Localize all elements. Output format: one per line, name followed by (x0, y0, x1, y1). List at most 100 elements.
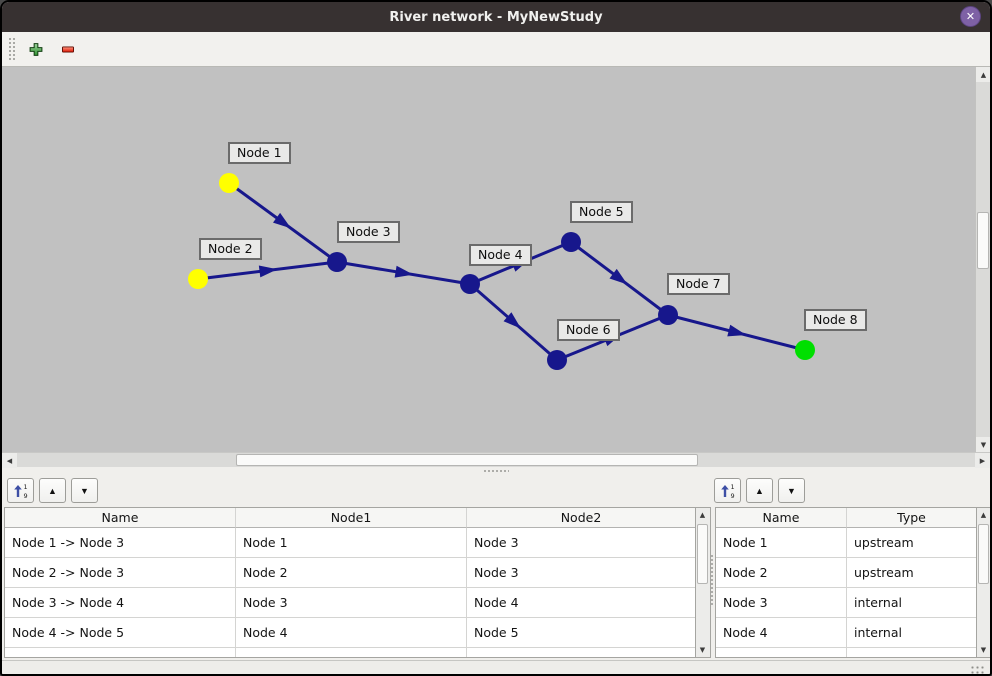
flow-arrow-icon (258, 265, 278, 278)
node-label-node-6[interactable]: Node 6 (557, 319, 620, 341)
scroll-up-button[interactable]: ▲ (977, 508, 990, 522)
table-cell[interactable]: Node 3 (467, 558, 695, 588)
remove-node-button[interactable] (55, 36, 81, 62)
node-node-8[interactable] (795, 340, 815, 360)
node-label-node-3[interactable]: Node 3 (337, 221, 400, 243)
column-header-type[interactable]: Type (847, 508, 976, 528)
table-cell[interactable]: Node 4 (236, 618, 467, 648)
branches-sort-button[interactable]: 1 9 (7, 478, 34, 503)
node-node-4[interactable] (460, 274, 480, 294)
table-cell[interactable] (5, 648, 236, 657)
table-cell[interactable]: Node 4 (716, 618, 847, 648)
canvas-vertical-scrollbar[interactable]: ▲ ▼ (975, 67, 990, 452)
column-header-node2[interactable]: Node2 (467, 508, 695, 528)
table-cell[interactable]: Node 2 (716, 558, 847, 588)
node-label-node-4[interactable]: Node 4 (469, 244, 532, 266)
horizontal-scroll-thumb[interactable] (236, 454, 698, 466)
resize-grip[interactable] (970, 665, 986, 674)
node-node-2[interactable] (188, 269, 208, 289)
table-cell[interactable]: Node 5 (467, 618, 695, 648)
vertical-scroll-thumb[interactable] (697, 524, 708, 584)
column-header-node1[interactable]: Node1 (236, 508, 467, 528)
title-bar[interactable]: River network - MyNewStudy ✕ (2, 2, 990, 32)
table-cell[interactable]: Node 2 -> Node 3 (5, 558, 236, 588)
table-cell[interactable] (847, 648, 976, 657)
table-cell[interactable] (236, 648, 467, 657)
nodes-table-scrollbar[interactable]: ▲ ▼ (977, 507, 990, 658)
flow-arrow-icon (273, 212, 292, 229)
edge-node-4-to-node-6[interactable] (469, 282, 558, 362)
node-label-node-8[interactable]: Node 8 (804, 309, 867, 331)
scroll-down-button[interactable]: ▼ (977, 643, 990, 657)
panel-splitter[interactable] (2, 467, 990, 474)
table-cell[interactable]: Node 2 (236, 558, 467, 588)
table-cell[interactable]: internal (847, 618, 976, 648)
close-button[interactable]: ✕ (960, 6, 981, 27)
svg-text:9: 9 (731, 492, 735, 499)
nodes-move-down-button[interactable]: ▼ (778, 478, 805, 503)
column-header-name[interactable]: Name (716, 508, 847, 528)
scroll-up-button[interactable]: ▲ (696, 508, 709, 522)
scroll-down-button[interactable]: ▼ (696, 643, 709, 657)
vertical-scroll-thumb[interactable] (977, 212, 989, 269)
branches-move-up-button[interactable]: ▲ (39, 478, 66, 503)
table-cell[interactable]: Node 1 (716, 528, 847, 558)
svg-text:1: 1 (731, 483, 735, 491)
node-label-node-7[interactable]: Node 7 (667, 273, 730, 295)
node-label-node-5[interactable]: Node 5 (570, 201, 633, 223)
table-cell[interactable] (716, 648, 847, 657)
branches-move-down-button[interactable]: ▼ (71, 478, 98, 503)
scroll-right-button[interactable]: ▶ (975, 453, 990, 468)
node-node-1[interactable] (219, 173, 239, 193)
canvas-horizontal-scrollbar[interactable]: ◀ ▶ (2, 452, 990, 468)
toolbar-drag-handle[interactable] (7, 36, 15, 62)
scroll-up-button[interactable]: ▲ (976, 67, 990, 82)
table-cell[interactable]: Node 4 (467, 588, 695, 618)
flow-arrow-icon (727, 324, 747, 337)
node-node-5[interactable] (561, 232, 581, 252)
table-cell[interactable]: upstream (847, 528, 976, 558)
table-cell[interactable]: upstream (847, 558, 976, 588)
table-cell[interactable]: Node 1 (236, 528, 467, 558)
table-cell[interactable] (467, 648, 695, 657)
node-node-3[interactable] (327, 252, 347, 272)
status-bar (2, 660, 990, 674)
table-row-empty[interactable] (5, 648, 695, 657)
table-cell[interactable]: Node 4 -> Node 5 (5, 618, 236, 648)
vertical-scroll-thumb[interactable] (978, 524, 989, 584)
node-label-node-1[interactable]: Node 1 (228, 142, 291, 164)
nodes-move-up-button[interactable]: ▲ (746, 478, 773, 503)
edge-node-3-to-node-4[interactable] (336, 260, 471, 286)
table-row-empty[interactable] (716, 648, 976, 657)
edge-node-7-to-node-8[interactable] (667, 313, 806, 352)
table-cell[interactable]: Node 1 -> Node 3 (5, 528, 236, 558)
up-arrow-icon: ▲ (980, 511, 987, 519)
river-canvas[interactable]: Node 1 Node 2 Node 3 Node 4 Node 5 Node 6 Node… (2, 67, 975, 452)
edge-node-2-to-node-3[interactable] (197, 260, 338, 281)
node-node-7[interactable] (658, 305, 678, 325)
table-cell[interactable]: Node 3 (716, 588, 847, 618)
edge-node-5-to-node-7[interactable] (570, 240, 669, 317)
branches-table-scrollbar[interactable]: ▲ ▼ (696, 507, 711, 658)
scroll-left-button[interactable]: ◀ (2, 453, 17, 468)
scroll-down-button[interactable]: ▼ (976, 437, 990, 452)
node-node-6[interactable] (547, 350, 567, 370)
table-cell[interactable]: internal (847, 588, 976, 618)
nodes-sort-button[interactable]: 1 9 (714, 478, 741, 503)
table-cell[interactable]: Node 3 -> Node 4 (5, 588, 236, 618)
table-cell[interactable]: Node 3 (467, 528, 695, 558)
node-label-node-2[interactable]: Node 2 (199, 238, 262, 260)
table-cell[interactable]: Node 3 (236, 588, 467, 618)
tables-splitter[interactable] (710, 554, 715, 606)
edge-node-1-to-node-3[interactable] (228, 181, 338, 264)
column-header-name[interactable]: Name (5, 508, 236, 528)
add-node-button[interactable] (23, 36, 49, 62)
